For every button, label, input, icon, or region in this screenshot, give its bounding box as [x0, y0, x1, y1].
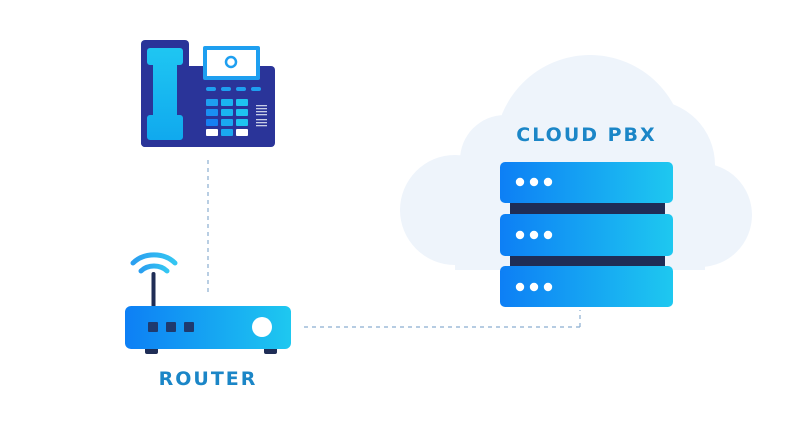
chat-bubble-icon — [224, 55, 238, 69]
server-unit — [500, 162, 673, 203]
antenna — [151, 272, 156, 308]
server-stack-icon[interactable] — [500, 162, 673, 307]
router-body — [125, 306, 291, 349]
router-power-button — [252, 317, 272, 337]
wifi-signal-icon — [130, 252, 178, 266]
desk-phone-icon[interactable] — [141, 40, 275, 147]
server-unit — [500, 266, 673, 307]
router-ports — [148, 322, 194, 332]
speaker-grille-icon — [256, 105, 267, 127]
server-unit — [500, 214, 673, 256]
phone-softkeys — [206, 87, 261, 91]
phone-keypad — [206, 99, 248, 136]
cloud-pbx-label: CLOUD PBX — [516, 124, 657, 146]
handset-icon — [147, 48, 183, 140]
router-icon[interactable] — [125, 252, 291, 354]
router-label: ROUTER — [158, 368, 258, 390]
